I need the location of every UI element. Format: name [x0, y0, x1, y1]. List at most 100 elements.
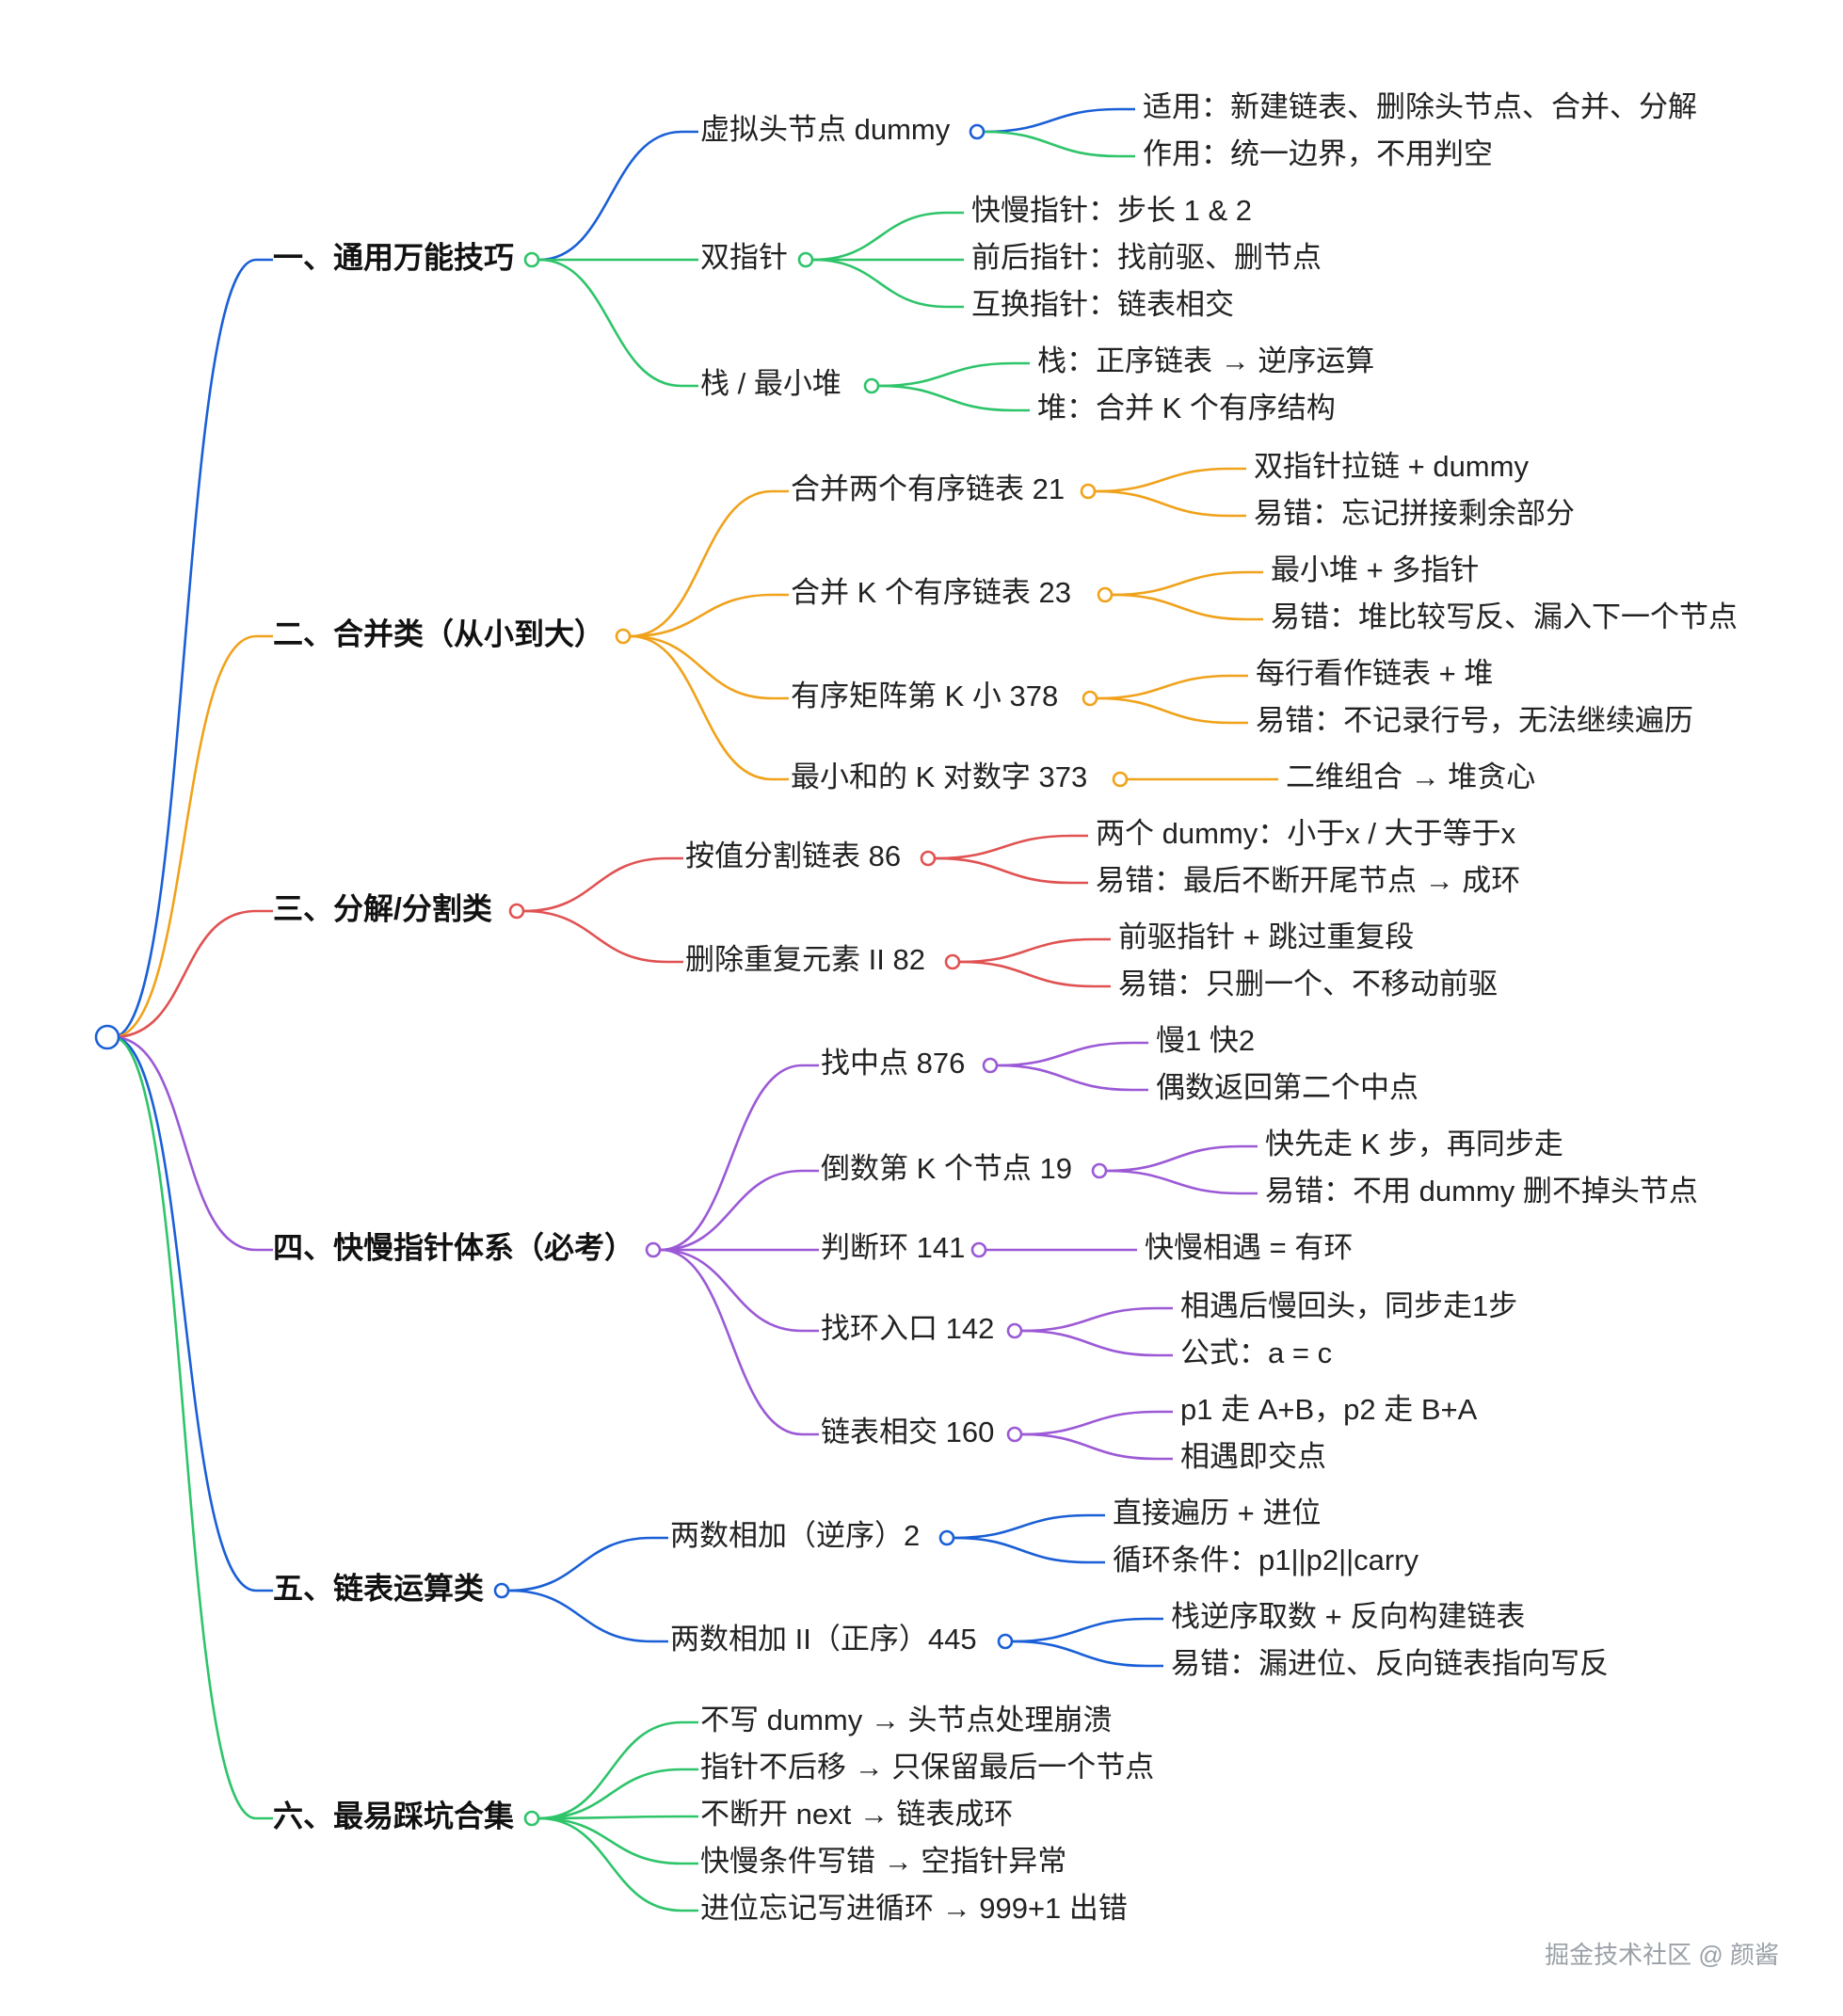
edge-branch-sub-4-1: [660, 1064, 803, 1252]
leaf-label: 易错：只删一个、不移动前驱: [1118, 968, 1498, 1000]
edge-branch-sub-2-2: [630, 593, 773, 638]
edge-sub-leaf-3-1-1: [935, 834, 1072, 860]
edge-branch-sub-2-3: [630, 634, 773, 700]
leaf-label: 互换指针：链表相交: [971, 288, 1234, 321]
edge-sub-leaf-3-2-2: [959, 960, 1095, 988]
edge-sub-leaf-1-2-1: [812, 211, 948, 262]
leaf-label: 前驱指针 + 跳过重复段: [1118, 920, 1414, 953]
edge-sub-leaf-4-2-1: [1106, 1144, 1242, 1173]
node-dot: [969, 123, 986, 140]
subnode-label: 不断开 next → 链表成环: [700, 1798, 1013, 1831]
subnode-label: 判断环 141: [821, 1231, 965, 1264]
edge-sub-leaf-3-2-1: [959, 937, 1095, 964]
node-dot: [523, 251, 540, 268]
edge-sub-leaf-2-1-1: [1095, 467, 1230, 493]
node-dot: [615, 628, 632, 645]
leaf-label: 快慢相遇 = 有环: [1145, 1231, 1353, 1264]
edge-branch-sub-6-3: [538, 1815, 682, 1820]
edge-root-branch-3: [112, 909, 257, 1039]
edge-sub-leaf-1-1-1: [984, 107, 1119, 134]
leaf-label: 快先走 K 步，再同步走: [1265, 1128, 1563, 1160]
node-dot: [944, 953, 961, 970]
edge-sub-leaf-4-5-2: [1021, 1432, 1157, 1461]
subnode-label: 倒数第 K 个节点 19: [821, 1152, 1072, 1185]
edge-branch-sub-4-2: [660, 1169, 803, 1252]
node-dot: [1112, 771, 1129, 788]
edge-branch-sub-5-2: [508, 1589, 652, 1643]
node-dot: [920, 850, 937, 867]
edge-branch-sub-6-5: [538, 1816, 682, 1912]
edge-branch-sub-4-5: [660, 1248, 803, 1436]
edge-sub-leaf-3-1-2: [935, 856, 1072, 885]
subnode-label: 找中点 876: [821, 1047, 965, 1080]
node-dot: [797, 251, 814, 268]
edge-sub-leaf-4-4-2: [1021, 1329, 1157, 1357]
subnode-label: 进位忘记写进循环 → 999+1 出错: [700, 1892, 1128, 1925]
subnode-label: 链表相交 160: [821, 1416, 994, 1448]
leaf-label: 易错：漏进位、反向链表指向写反: [1171, 1647, 1609, 1680]
edge-branch-sub-5-1: [508, 1536, 652, 1592]
subnode-label: 有序矩阵第 K 小 378: [791, 680, 1058, 712]
edge-sub-leaf-4-4-1: [1021, 1306, 1157, 1333]
edge-branch-sub-2-4: [630, 634, 773, 781]
edge-sub-leaf-4-1-2: [997, 1064, 1132, 1092]
node-dot: [508, 903, 525, 920]
subnode-label: 指针不后移 → 只保留最后一个节点: [700, 1751, 1154, 1784]
edge-sub-leaf-4-5-1: [1021, 1410, 1157, 1436]
leaf-label: 偶数返回第二个中点: [1156, 1071, 1418, 1104]
node-dot: [523, 1810, 540, 1827]
leaf-label: 相遇即交点: [1180, 1440, 1326, 1473]
edge-sub-leaf-5-1-1: [954, 1513, 1089, 1540]
leaf-label: 二维组合 → 堆贪心: [1286, 760, 1535, 793]
branch-label: 二、合并类（从小到大）: [273, 616, 604, 650]
edge-branch-sub-3-2: [523, 909, 667, 964]
edge-root-branch-2: [112, 634, 257, 1039]
watermark: 掘金技术社区 @ 颜酱: [1545, 1941, 1779, 1969]
node-dot: [1097, 586, 1114, 603]
node-dot: [493, 1582, 510, 1599]
edge-sub-leaf-1-3-2: [878, 384, 1014, 412]
edge-branch-sub-3-1: [523, 856, 667, 913]
leaf-label: 相遇后慢回头，同步走1步: [1180, 1289, 1517, 1322]
leaf-label: 双指针拉链 + dummy: [1254, 450, 1529, 483]
edge-root-branch-1: [112, 258, 257, 1039]
leaf-label: 栈逆序取数 + 反向构建链表: [1171, 1600, 1525, 1633]
leaf-label: 易错：忘记拼接剩余部分: [1254, 497, 1575, 530]
edge-sub-leaf-2-2-1: [1112, 570, 1247, 597]
leaf-label: 堆：合并 K 个有序结构: [1037, 392, 1336, 424]
edge-branch-sub-6-4: [538, 1816, 682, 1865]
edge-sub-leaf-1-1-2: [984, 130, 1119, 158]
subnode-label: 合并两个有序链表 21: [791, 472, 1065, 505]
node-dot: [1091, 1162, 1108, 1179]
edge-sub-leaf-2-2-2: [1112, 593, 1247, 621]
leaf-label: 循环条件：p1||p2||carry: [1113, 1544, 1419, 1576]
leaf-label: 前后指针：找前驱、删节点: [971, 241, 1322, 274]
edge-sub-leaf-4-2-2: [1106, 1169, 1242, 1195]
leaf-label: 作用：统一边界，不用判空: [1143, 137, 1493, 170]
edge-sub-leaf-1-2-3: [812, 258, 948, 309]
edge-root-branch-5: [112, 1035, 257, 1592]
subnode-label: 栈 / 最小堆: [700, 367, 841, 400]
leaf-label: p1 走 A+B，p2 走 B+A: [1180, 1393, 1478, 1426]
leaf-label: 易错：堆比较写反、漏入下一个节点: [1271, 600, 1738, 633]
edge-branch-sub-1-3: [538, 258, 682, 388]
edge-sub-leaf-5-1-2: [954, 1536, 1089, 1564]
branch-label: 五、链表运算类: [273, 1571, 484, 1605]
subnode-label: 按值分割链表 86: [685, 840, 901, 872]
branch-label: 四、快慢指针体系（必考）: [273, 1230, 634, 1264]
node-dot: [863, 377, 880, 394]
edge-sub-leaf-4-1-1: [997, 1041, 1132, 1067]
subnode-label: 删除重复元素 II 82: [685, 943, 925, 976]
edge-branch-sub-1-1: [538, 130, 682, 262]
node-dot: [938, 1529, 955, 1546]
leaf-label: 适用：新建链表、删除头节点、合并、分解: [1143, 90, 1697, 123]
leaf-label: 两个 dummy：小于x / 大于等于x: [1096, 817, 1516, 850]
edge-sub-leaf-2-3-1: [1097, 674, 1232, 700]
leaf-label: 公式：a = c: [1180, 1336, 1332, 1369]
branch-label: 一、通用万能技巧: [273, 240, 514, 274]
edge-sub-leaf-5-2-2: [1012, 1640, 1147, 1668]
edge-sub-leaf-2-1-2: [1095, 489, 1230, 518]
leaf-label: 易错：最后不断开尾节点 → 成环: [1096, 864, 1520, 897]
subnode-label: 合并 K 个有序链表 23: [791, 576, 1071, 609]
